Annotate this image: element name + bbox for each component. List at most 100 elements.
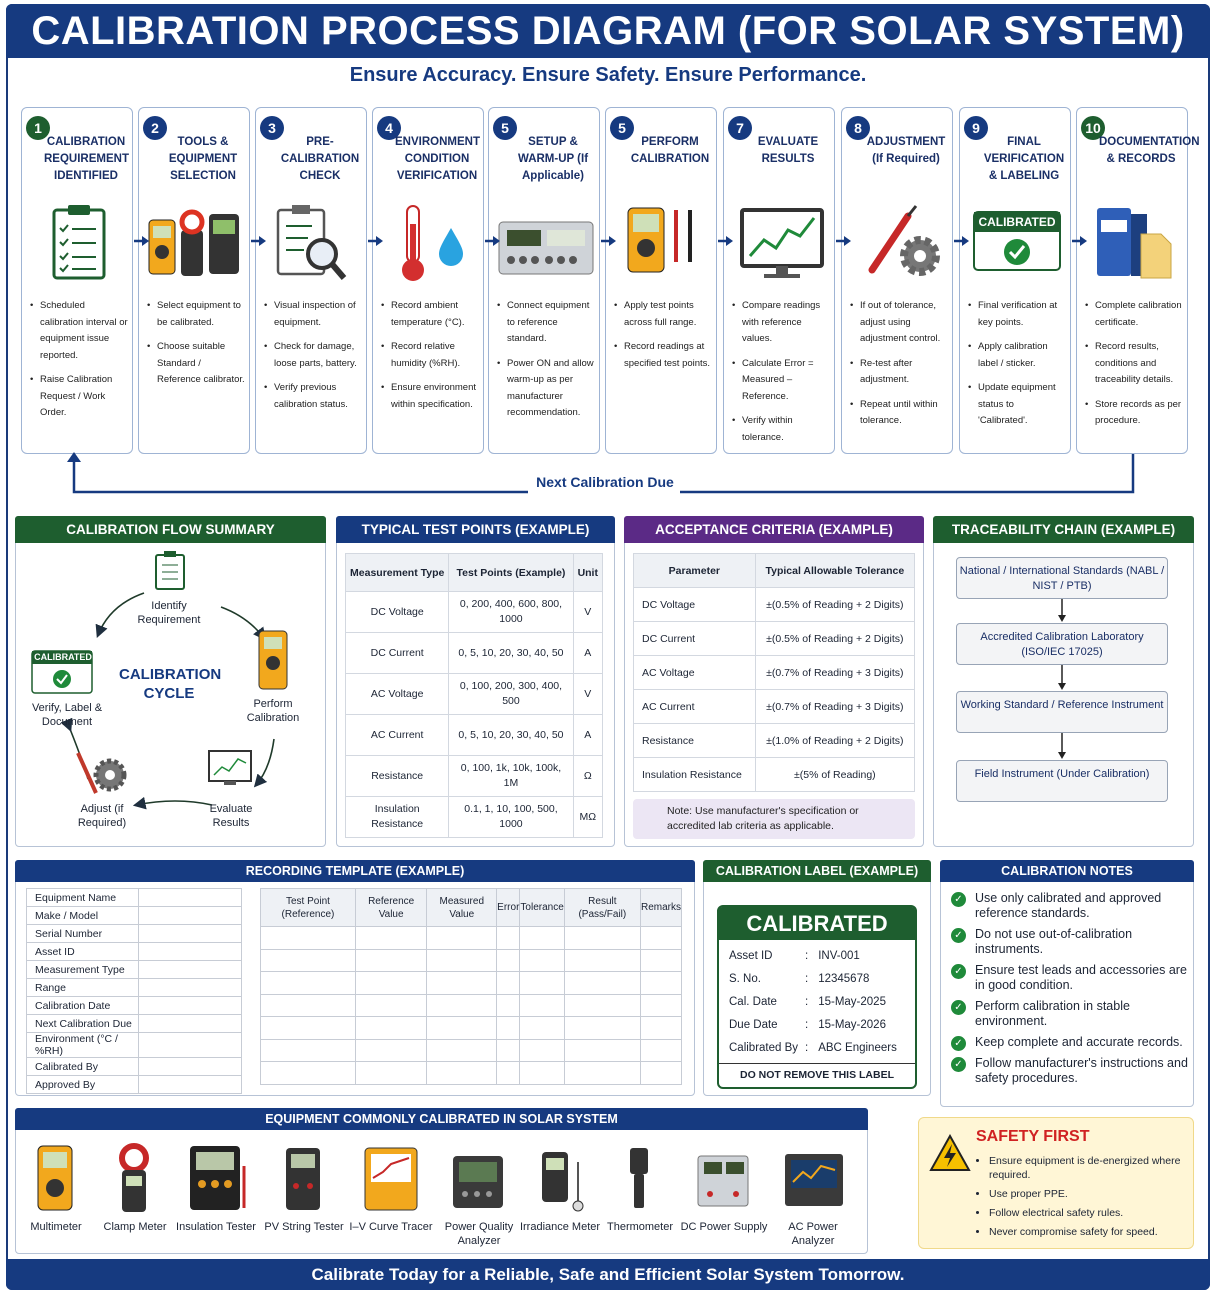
step-title: SETUP & WARM-UP (If Applicable)	[517, 136, 589, 182]
record-field-value[interactable]	[138, 1075, 242, 1094]
record-cell[interactable]	[354, 993, 428, 1017]
record-cell[interactable]	[519, 1038, 565, 1062]
record-cell[interactable]	[519, 926, 565, 950]
record-field-value[interactable]	[138, 978, 242, 997]
record-field-value[interactable]	[138, 1014, 242, 1033]
record-cell[interactable]	[563, 971, 641, 995]
record-field-value[interactable]	[138, 906, 242, 925]
table-cell: AC Current	[633, 689, 756, 724]
record-cell[interactable]	[496, 971, 521, 995]
notes-panel: CALIBRATION NOTES ✓Use only calibrated a…	[940, 860, 1194, 1107]
record-cell[interactable]	[563, 1016, 641, 1040]
record-field-value[interactable]	[138, 924, 242, 943]
record-cell[interactable]	[563, 1038, 641, 1062]
record-cell[interactable]	[639, 1038, 683, 1062]
record-field-value[interactable]	[138, 1032, 242, 1058]
step-arrow-icon	[134, 236, 149, 246]
record-cell[interactable]	[519, 1016, 565, 1040]
record-cell[interactable]	[496, 993, 521, 1017]
record-cell[interactable]	[426, 948, 498, 972]
record-cell[interactable]	[496, 926, 521, 950]
flow-identify: Identify Requirement	[137, 600, 201, 626]
record-cell[interactable]	[519, 971, 565, 995]
record-cell[interactable]	[354, 948, 428, 972]
record-cell[interactable]	[639, 971, 683, 995]
monitor-graph-icon	[728, 200, 830, 288]
equipment-item: Clamp Meter	[91, 1142, 179, 1234]
record-cell[interactable]	[260, 993, 356, 1017]
record-field-label: Calibration Date	[26, 996, 139, 1015]
record-cell[interactable]	[260, 1038, 356, 1062]
record-cell[interactable]	[563, 926, 641, 950]
step-title: ENVIRONMENT CONDITION VERIFICATION	[395, 136, 480, 182]
record-cell[interactable]	[260, 1016, 356, 1040]
table-cell: MΩ	[572, 796, 604, 838]
record-cell[interactable]	[260, 948, 356, 972]
step-bullets: Final verification at key points.Apply c…	[968, 298, 1066, 438]
record-field-value[interactable]	[138, 1057, 242, 1076]
step-title: TOOLS & EQUIPMENT SELECTION	[168, 136, 238, 182]
flow-cycle-diagram	[31, 551, 288, 810]
label-field-cell: :	[805, 1041, 809, 1054]
record-field-row: Range	[26, 978, 242, 997]
equipment-name: DC Power Supply	[680, 1221, 768, 1233]
record-cell[interactable]	[354, 1061, 428, 1085]
record-cell[interactable]	[639, 993, 683, 1017]
record-cell[interactable]	[426, 1038, 498, 1062]
flow-verify: Verify, Label & Document	[31, 702, 103, 728]
step-title: EVALUATE RESULTS	[757, 136, 819, 165]
record-cell[interactable]	[639, 926, 683, 950]
record-field-value[interactable]	[138, 960, 242, 979]
record-row	[260, 1038, 683, 1062]
record-cell[interactable]	[260, 1061, 356, 1085]
record-cell[interactable]	[496, 1016, 521, 1040]
record-field-label: Serial Number	[26, 924, 139, 943]
record-cell[interactable]	[639, 1016, 683, 1040]
table-cell: ±(0.7% of Reading + 3 Digits)	[754, 655, 916, 690]
recording-panel: RECORDING TEMPLATE (EXAMPLE) Equipment N…	[15, 860, 695, 1096]
record-cell[interactable]	[354, 1016, 428, 1040]
safety-item: Follow electrical safety rules.	[989, 1206, 1189, 1220]
step-title: ADJUSTMENT (If Required)	[866, 136, 946, 165]
step-arrow-icon	[485, 236, 500, 246]
safety-list: Ensure equipment is de-energized where r…	[977, 1154, 1189, 1244]
table-cell: Resistance	[633, 723, 756, 758]
record-cell[interactable]	[496, 948, 521, 972]
step-bullet: Final verification at key points.	[968, 298, 1066, 331]
record-cell[interactable]	[519, 993, 565, 1017]
record-cell[interactable]	[563, 1061, 641, 1085]
record-cell[interactable]	[354, 1038, 428, 1062]
record-cell[interactable]	[354, 926, 428, 950]
page-subtitle: Ensure Accuracy. Ensure Safety. Ensure P…	[349, 64, 867, 86]
record-field-value[interactable]	[138, 996, 242, 1015]
record-cell[interactable]	[639, 948, 683, 972]
record-cell[interactable]	[426, 971, 498, 995]
record-cell[interactable]	[563, 948, 641, 972]
record-row	[260, 1061, 683, 1085]
record-cell[interactable]	[260, 926, 356, 950]
record-cell[interactable]	[563, 993, 641, 1017]
step-bullet: Store records as per procedure.	[1085, 397, 1183, 430]
label-field-cell: :	[805, 1018, 809, 1031]
record-field-value[interactable]	[138, 942, 242, 961]
record-cell[interactable]	[426, 993, 498, 1017]
record-cell[interactable]	[519, 948, 565, 972]
record-cell[interactable]	[426, 1016, 498, 1040]
table-cell: 0, 5, 10, 20, 30, 40, 50	[448, 632, 574, 674]
record-field-label: Approved By	[26, 1075, 139, 1094]
calibration-label-footer: DO NOT REMOVE THIS LABEL	[719, 1063, 915, 1087]
record-field-value[interactable]	[138, 888, 242, 907]
step-bullet: Compare readings with reference values.	[732, 298, 830, 348]
record-cell[interactable]	[519, 1061, 565, 1085]
record-cell[interactable]	[496, 1061, 521, 1085]
table-cell: ±(1.0% of Reading + 2 Digits)	[754, 723, 916, 758]
record-cell[interactable]	[426, 1061, 498, 1085]
record-cell[interactable]	[426, 926, 498, 950]
record-cell[interactable]	[354, 971, 428, 995]
table-header: Parameter	[633, 553, 756, 588]
record-cell[interactable]	[639, 1061, 683, 1085]
record-cell[interactable]	[260, 971, 356, 995]
check-icon: ✓	[951, 1057, 966, 1072]
record-cell[interactable]	[496, 1038, 521, 1062]
